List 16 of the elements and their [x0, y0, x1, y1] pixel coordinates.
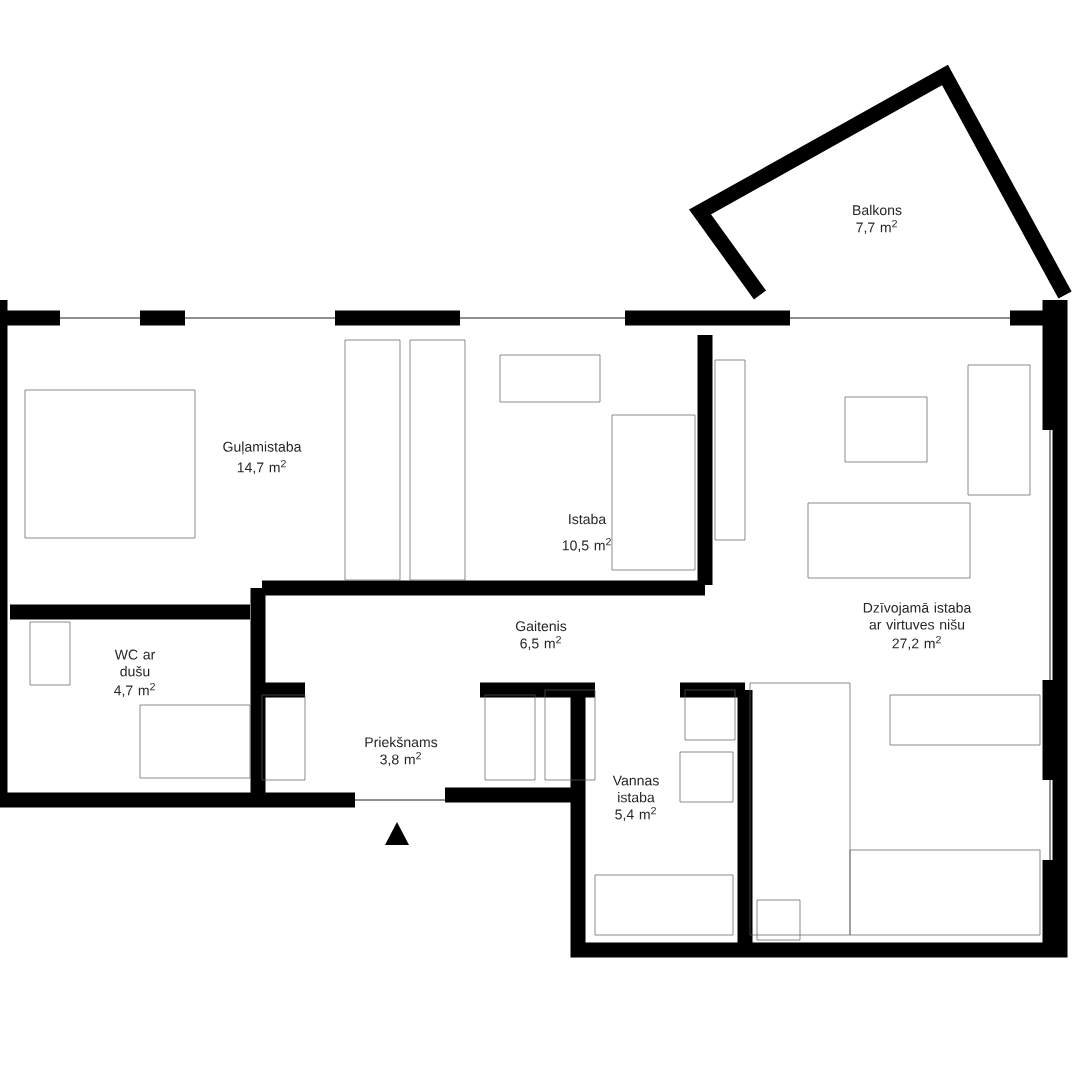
room-name: Guļamistaba	[223, 441, 302, 455]
room-name: WC ar dušu	[114, 649, 156, 677]
room-area: 10,5 m$^{2}$	[562, 537, 611, 553]
room-area: 5,4 m$^{2}$	[615, 806, 656, 822]
room-area: 14,7 m$^{2}$	[237, 459, 286, 475]
room-name: Dzīvojamā istaba ar virtuves nišu	[863, 602, 972, 630]
room-name: Priekšnams	[365, 736, 438, 748]
room-area: 7,7 m$^{2}$	[856, 219, 897, 235]
room-area: 3,8 m$^{2}$	[380, 751, 421, 767]
room-name: Balkons	[853, 204, 902, 216]
room-area: 4,7 m$^{2}$	[114, 682, 155, 698]
room-name: Vannas istaba	[612, 775, 659, 803]
room-area: 6,5 m$^{2}$	[520, 635, 561, 651]
room-name: Istaba	[569, 513, 607, 525]
room-name: Gaitenis	[515, 620, 567, 632]
room-area: 27,2 m$^{2}$	[892, 635, 941, 651]
